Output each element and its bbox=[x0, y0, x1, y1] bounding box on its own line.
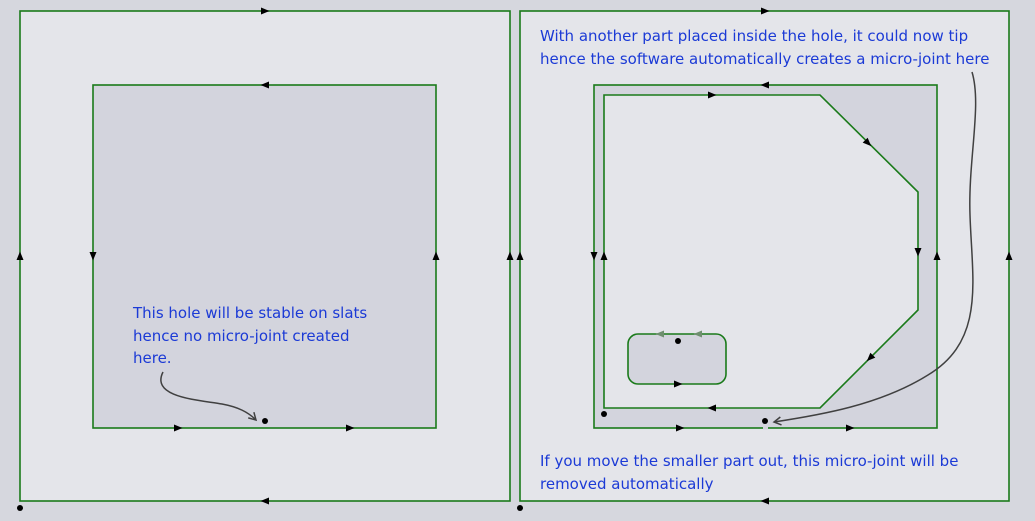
left-hole-arrow-bottom-a bbox=[174, 424, 183, 432]
inner-part-arrow-top bbox=[708, 91, 717, 99]
right-hole-arrow-bottom-b bbox=[846, 424, 855, 432]
left-sheet-lead-in-point bbox=[17, 505, 23, 511]
right-hole-arrow-top bbox=[760, 81, 769, 89]
left-hole-arrow-left bbox=[89, 252, 97, 261]
small-hole-arrow-top-a bbox=[655, 330, 664, 338]
right-panel-bottom-note: If you move the smaller part out, this m… bbox=[540, 452, 959, 493]
right-hole-arrow-right bbox=[933, 251, 941, 260]
inner-part-lead-in-point bbox=[601, 411, 607, 417]
right-sheet-arrow-bottom bbox=[760, 497, 769, 505]
left-hole-arrow-top bbox=[260, 81, 269, 89]
left-sheet-arrow-top bbox=[261, 7, 270, 15]
small-hole-arrow-bottom bbox=[674, 380, 683, 388]
small-hole-lead-in-point bbox=[675, 338, 681, 344]
inner-part-arrow-diagonal-bottom bbox=[866, 352, 876, 362]
left-sheet-arrow-right bbox=[506, 251, 514, 260]
right-sheet-arrow-right bbox=[1005, 251, 1013, 260]
left-panel-note: This hole will be stable on slats hence … bbox=[133, 304, 368, 367]
micro-joint-point bbox=[762, 418, 768, 424]
right-hole-arrow-bottom-a bbox=[676, 424, 685, 432]
inner-part-arrow-diagonal-top bbox=[862, 137, 872, 147]
left-sheet-arrow-left bbox=[16, 251, 24, 260]
right-panel-top-note: With another part placed inside the hole… bbox=[540, 27, 990, 68]
inner-part-arrow-left bbox=[600, 251, 608, 260]
left-hole-outline bbox=[92, 84, 437, 429]
right-hole-arrow-left bbox=[590, 252, 598, 261]
left-leader-arrow bbox=[160, 371, 258, 422]
inner-part-outline bbox=[603, 94, 919, 409]
left-hole-lead-in-point bbox=[262, 418, 268, 424]
inner-part-arrow-right bbox=[914, 248, 922, 257]
small-hole-arrow-top-b bbox=[693, 330, 702, 338]
right-leader-arrow bbox=[772, 71, 977, 426]
left-hole-arrow-right bbox=[432, 251, 440, 260]
inner-part-arrow-bottom bbox=[707, 404, 716, 412]
right-sheet-lead-in-point bbox=[517, 505, 523, 511]
left-hole-arrow-bottom-b bbox=[346, 424, 355, 432]
right-sheet-arrow-left bbox=[516, 251, 524, 260]
left-sheet-arrow-bottom bbox=[260, 497, 269, 505]
right-sheet-arrow-top bbox=[761, 7, 770, 15]
